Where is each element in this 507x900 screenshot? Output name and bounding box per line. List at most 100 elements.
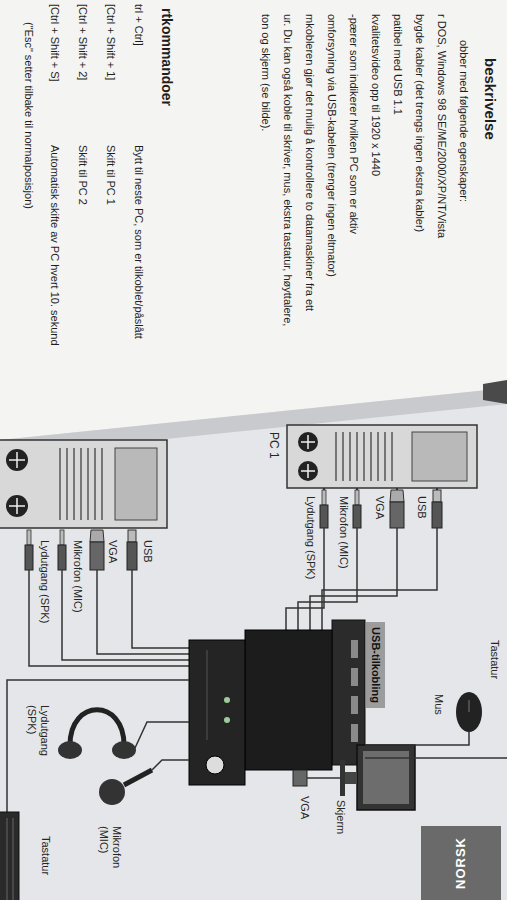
pc-case bbox=[287, 425, 477, 488]
mic-head bbox=[99, 779, 125, 805]
headband bbox=[70, 710, 124, 745]
monitor-stand bbox=[345, 772, 357, 784]
vga-plug-body bbox=[390, 502, 404, 528]
front-detail bbox=[207, 650, 208, 740]
body-text: mkobleren gjør det mulig å kontrollere t… bbox=[303, 14, 316, 311]
body-text: ur. Du kan også koble til skriver, mus, … bbox=[281, 14, 294, 326]
jack-tip bbox=[322, 490, 326, 505]
cable bbox=[97, 570, 189, 654]
mouse-and-keyboard-top bbox=[365, 692, 507, 758]
kvm-switch bbox=[189, 620, 365, 785]
led bbox=[224, 717, 230, 723]
pc-vents bbox=[60, 448, 102, 520]
body-text: r DOS, Windows 98 SE/ME/2000/XP/NT/Vista bbox=[435, 14, 448, 238]
hotkey: [Ctrl + Shift + S] bbox=[48, 4, 61, 82]
cable bbox=[152, 760, 189, 770]
pc-case bbox=[0, 440, 167, 528]
note-text: ("Esc" setter tilbake til normalposisjon… bbox=[22, 22, 35, 209]
cable-label: Mikrofon (MIC) bbox=[337, 496, 350, 569]
section-heading: beskrivelse bbox=[481, 58, 499, 140]
cable-label: Lydutgang (SPK) bbox=[38, 540, 51, 623]
body-text: ton og skjerm (se bilde). bbox=[259, 14, 272, 131]
text-page bbox=[0, 0, 507, 440]
hotkey-description: Skift til PC 2 bbox=[76, 145, 89, 205]
hotkey-description: Bytt til neste PC, som er tilkoblet/påsl… bbox=[132, 145, 145, 339]
hotkey: trl + Ctrl] bbox=[132, 4, 145, 46]
body-text: kvalitetsvideo opp til 1920 x 1440 bbox=[369, 14, 382, 176]
device-label: Mus bbox=[432, 694, 445, 715]
cable bbox=[29, 570, 189, 666]
usb-plug-tip bbox=[128, 530, 136, 542]
pc-label: PC 1 bbox=[267, 432, 281, 459]
cable-label: Lydutgang (SPK) bbox=[304, 496, 317, 579]
usb-port bbox=[351, 696, 358, 714]
device-label: Tastatur bbox=[39, 836, 52, 875]
vga-plug-tip bbox=[90, 530, 104, 542]
usb-port-band: USB-tilkobling bbox=[366, 622, 385, 708]
body-text: patibel med USB 1.1 bbox=[391, 14, 404, 115]
hotkey: [Ctrl + Shift + 1] bbox=[104, 4, 117, 80]
monitor bbox=[293, 745, 415, 810]
device-label: Skjerm bbox=[334, 800, 347, 834]
pc-back-panel bbox=[115, 448, 157, 520]
pc2-tower bbox=[0, 440, 167, 528]
cable bbox=[310, 528, 397, 630]
pc1-tower bbox=[287, 425, 477, 488]
jack-tip bbox=[60, 530, 64, 545]
vga-plug-body bbox=[90, 542, 104, 570]
cable bbox=[365, 757, 507, 759]
jack-tip bbox=[355, 490, 359, 505]
hotkey: [Ctrl + Shift + 2] bbox=[76, 4, 89, 80]
body-text: -pærer som indikerer hvilken PC som er a… bbox=[347, 14, 360, 234]
cable-label: VGA bbox=[373, 496, 386, 519]
fan-spokes bbox=[9, 452, 25, 514]
pc-vents bbox=[336, 432, 392, 481]
headphones bbox=[58, 710, 189, 759]
language-tab: NORSK bbox=[421, 826, 501, 900]
fan-spokes bbox=[301, 435, 315, 478]
cable-label: VGA bbox=[298, 796, 311, 819]
pc-back-panel bbox=[412, 432, 467, 481]
led bbox=[224, 697, 230, 703]
usb-plug-tip bbox=[433, 490, 441, 502]
device-label: Mikrofon (MIC) bbox=[97, 826, 123, 888]
switch-front bbox=[189, 640, 245, 785]
cable-label: USB bbox=[415, 496, 428, 519]
cable-label: USB bbox=[141, 540, 154, 563]
usb-port bbox=[351, 668, 358, 686]
book-gap-shadow bbox=[483, 380, 507, 404]
jack-body bbox=[25, 545, 33, 570]
cable bbox=[132, 570, 189, 648]
monitor-base bbox=[340, 760, 345, 796]
cable bbox=[307, 777, 340, 779]
switch-body bbox=[245, 630, 332, 770]
device-label: Lydutgang (SPK) bbox=[25, 705, 51, 773]
ear-cup bbox=[58, 741, 82, 759]
hotkey-description: Automatisk skifte av PC hvert 10. sekund bbox=[48, 145, 61, 346]
body-text: omforsyning via USB-kabelen (trenger ing… bbox=[325, 14, 338, 277]
vga-plug bbox=[293, 770, 307, 786]
jack-body bbox=[353, 505, 361, 528]
body-text: obber med følgende egenskaper: bbox=[457, 40, 470, 202]
usb-port bbox=[351, 724, 358, 742]
cable bbox=[365, 732, 469, 745]
band-text: USB-tilkobling bbox=[369, 627, 382, 703]
keyboard bbox=[0, 812, 19, 900]
keyboard-bottom bbox=[0, 680, 189, 900]
cable-label: Mikrofon (MIC) bbox=[71, 540, 84, 613]
vga-plug-tip bbox=[390, 490, 404, 502]
hotkey-description: Skift til PC 1 bbox=[104, 145, 117, 205]
pc2-cables bbox=[29, 570, 189, 666]
cable bbox=[7, 680, 189, 812]
microphone bbox=[99, 760, 189, 805]
cable-label: VGA bbox=[106, 540, 119, 563]
mic-handle bbox=[124, 770, 152, 785]
usb-plug-body bbox=[432, 502, 442, 528]
keyboard-keys bbox=[7, 818, 13, 900]
short-cord bbox=[324, 488, 437, 490]
jack-tip bbox=[27, 530, 31, 545]
section-heading: rtkommandoer bbox=[158, 8, 175, 106]
cable bbox=[135, 722, 189, 748]
jack-body bbox=[320, 505, 328, 528]
